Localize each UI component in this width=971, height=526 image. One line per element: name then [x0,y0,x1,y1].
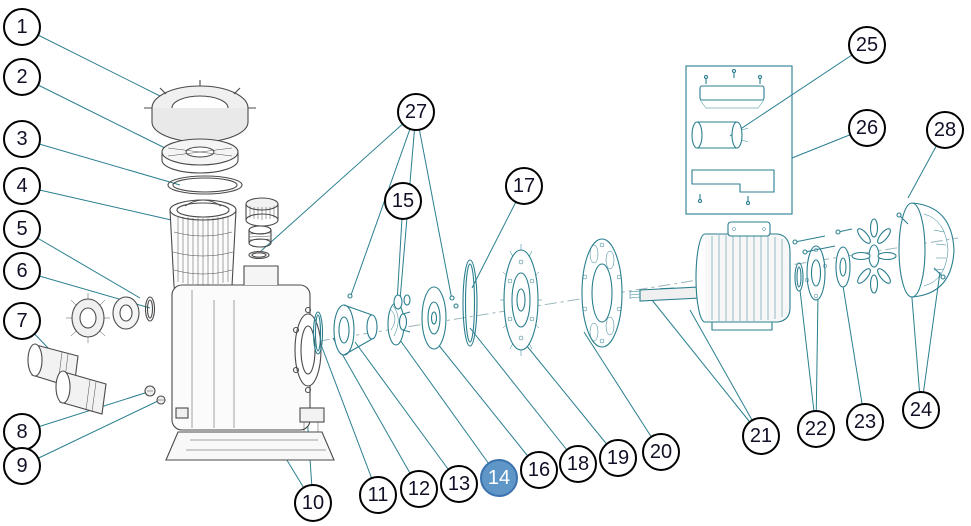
capacitor-box [685,65,793,215]
fan-cover [898,202,955,298]
motor-body [695,221,791,331]
callout-1[interactable]: 1 [3,8,41,46]
callout-28[interactable]: 28 [926,111,964,149]
motor-fan [851,218,897,294]
callout-19[interactable]: 19 [599,439,637,477]
callout-17[interactable]: 17 [505,167,543,205]
small-oring [248,250,270,260]
callout-15[interactable]: 15 [384,182,422,220]
callout-23[interactable]: 23 [846,403,884,441]
fan-cover-screws [896,212,946,280]
lid-lock-ring [144,80,256,143]
callout-24[interactable]: 24 [902,391,940,429]
callout-9[interactable]: 9 [3,447,41,485]
motor-bracket [581,238,623,348]
callout-13[interactable]: 13 [440,465,478,503]
callout-10[interactable]: 10 [294,484,332,522]
discharge-union-nut [245,197,279,227]
diffuser-oring [312,311,324,355]
tie-bolts [792,228,853,255]
callout-8[interactable]: 8 [3,413,41,451]
capacitor [691,121,749,149]
callout-6[interactable]: 6 [3,252,41,290]
lid-oring [167,175,243,195]
callout-11[interactable]: 11 [359,476,397,514]
leader-lines [21,26,946,504]
union-tailpiece-b [112,296,140,330]
callout-22[interactable]: 22 [797,410,835,448]
pump-lid [161,138,239,174]
callout-14[interactable]: 14 [480,459,518,497]
callout-20[interactable]: 20 [642,433,680,471]
shaft-oring [794,262,804,292]
callout-4[interactable]: 4 [3,167,41,205]
callout-7[interactable]: 7 [3,302,41,340]
drain-plugs [144,385,166,405]
pump-base [165,407,335,461]
mechanical-seal [393,294,411,310]
hose-adapters [27,343,107,415]
union-tailpiece-a [66,293,110,343]
bearing-cover [804,245,828,301]
callout-27[interactable]: 27 [397,93,435,131]
terminal-cover-bottom [691,169,775,206]
threaded-adapter [248,225,272,248]
seal-plate [500,244,542,356]
callout-26[interactable]: 26 [848,109,886,147]
small-fasteners [347,293,459,309]
union-oring [144,296,156,322]
callout-25[interactable]: 25 [848,26,886,64]
callout-5[interactable]: 5 [3,210,41,248]
callout-16[interactable]: 16 [520,451,558,489]
callout-21[interactable]: 21 [742,417,780,455]
strainer-basket [169,199,237,296]
callout-18[interactable]: 18 [559,445,597,483]
terminal-cover-top [699,68,765,109]
callout-12[interactable]: 12 [400,470,438,508]
callout-3[interactable]: 3 [3,120,41,158]
body-gasket [462,259,478,347]
pump-housing [171,265,322,431]
diffuser [333,304,378,356]
callout-2[interactable]: 2 [3,58,41,96]
diffuser-plate [421,286,447,350]
bearing-cap [835,246,851,288]
